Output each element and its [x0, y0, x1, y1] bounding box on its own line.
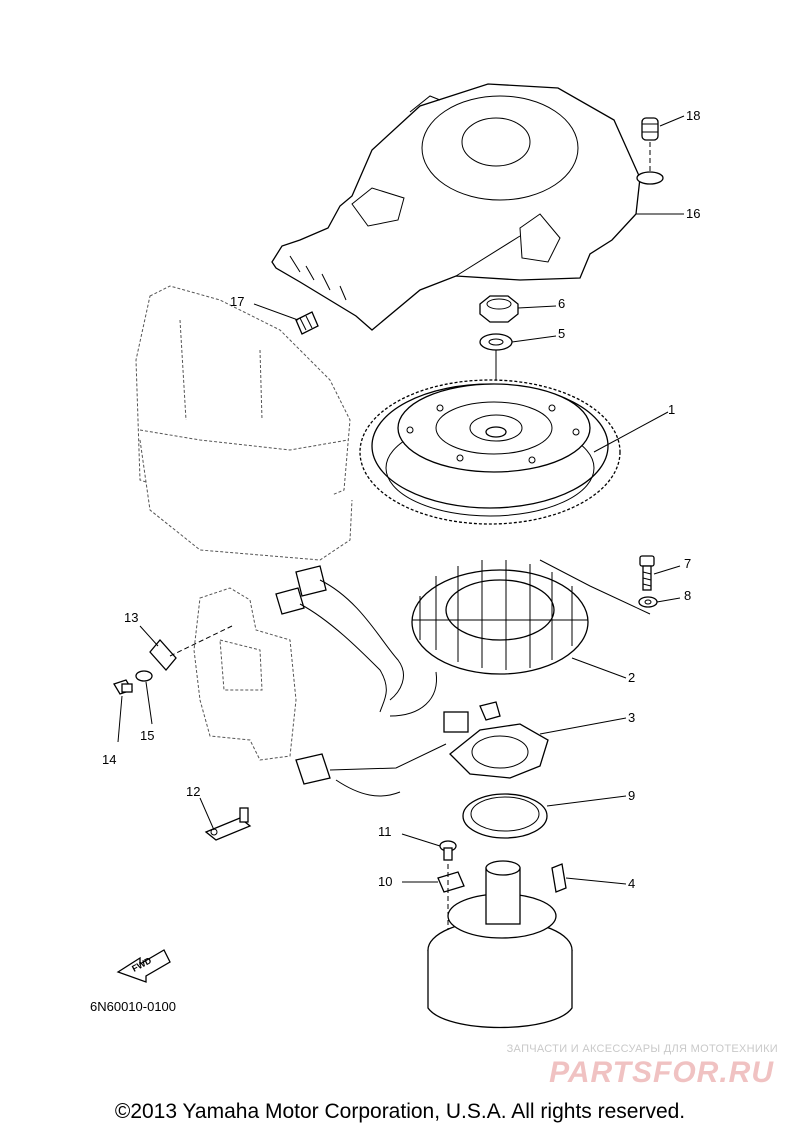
- callout-leader-lines: [117, 115, 685, 885]
- ring-part-9: [462, 793, 548, 839]
- callout-labels: 1 2 3 4 5 6 7 8 9 10 11 12 13 14 15 16 1…: [102, 108, 700, 891]
- callout-14: 14: [102, 752, 116, 767]
- flywheel-nut-part: [479, 295, 519, 323]
- washer-part-8: [638, 596, 658, 608]
- bracket-part-12: [204, 807, 252, 841]
- watermark-logo: PARTSFOR.RU: [549, 1056, 774, 1089]
- callout-3: 3: [628, 710, 635, 725]
- screw-part-11: [439, 840, 457, 861]
- callout-1: 1: [668, 402, 675, 417]
- callout-18: 18: [686, 108, 700, 123]
- bolt-part-14: [113, 679, 133, 695]
- fwd-direction-arrow: FWD: [116, 949, 171, 983]
- grommet-part-17: [295, 311, 319, 335]
- callout-16: 16: [686, 206, 700, 221]
- callout-2: 2: [628, 670, 635, 685]
- flywheel-cover-part: [271, 83, 641, 331]
- engine-block-ghost-outline: [193, 587, 297, 761]
- callout-12: 12: [186, 784, 200, 799]
- callout-11: 11: [378, 824, 392, 839]
- flywheel-part: [359, 379, 621, 525]
- part-code-label: 6N60010-0100: [90, 999, 176, 1014]
- copyright-text: ©2013 Yamaha Motor Corporation, U.S.A. A…: [114, 1100, 686, 1123]
- callout-15: 15: [140, 728, 154, 743]
- crankshaft-base-part: [427, 860, 573, 1029]
- clamp-part-10: [437, 871, 465, 893]
- stator-part: [411, 559, 651, 675]
- callout-10: 10: [378, 874, 392, 889]
- callout-8: 8: [684, 588, 691, 603]
- callout-4: 4: [628, 876, 635, 891]
- callout-9: 9: [628, 788, 635, 803]
- cowling-ghost-outline: [135, 285, 353, 561]
- callout-5: 5: [558, 326, 565, 341]
- callout-7: 7: [684, 556, 691, 571]
- pulser-coil-part: [295, 701, 549, 797]
- bolt-part-7: [639, 555, 655, 591]
- grommet-part-18: [636, 117, 664, 185]
- callout-17: 17: [230, 294, 244, 309]
- washer-part-15: [135, 670, 153, 682]
- washer-part-5: [479, 333, 513, 351]
- callout-13: 13: [124, 610, 138, 625]
- callout-6: 6: [558, 296, 565, 311]
- key-part-4: [551, 863, 567, 893]
- wire-harness: [275, 565, 437, 717]
- watermark-tagline: ЗАПЧАСТИ И АКСЕССУАРЫ ДЛЯ МОТОТЕХНИКИ: [506, 1043, 778, 1055]
